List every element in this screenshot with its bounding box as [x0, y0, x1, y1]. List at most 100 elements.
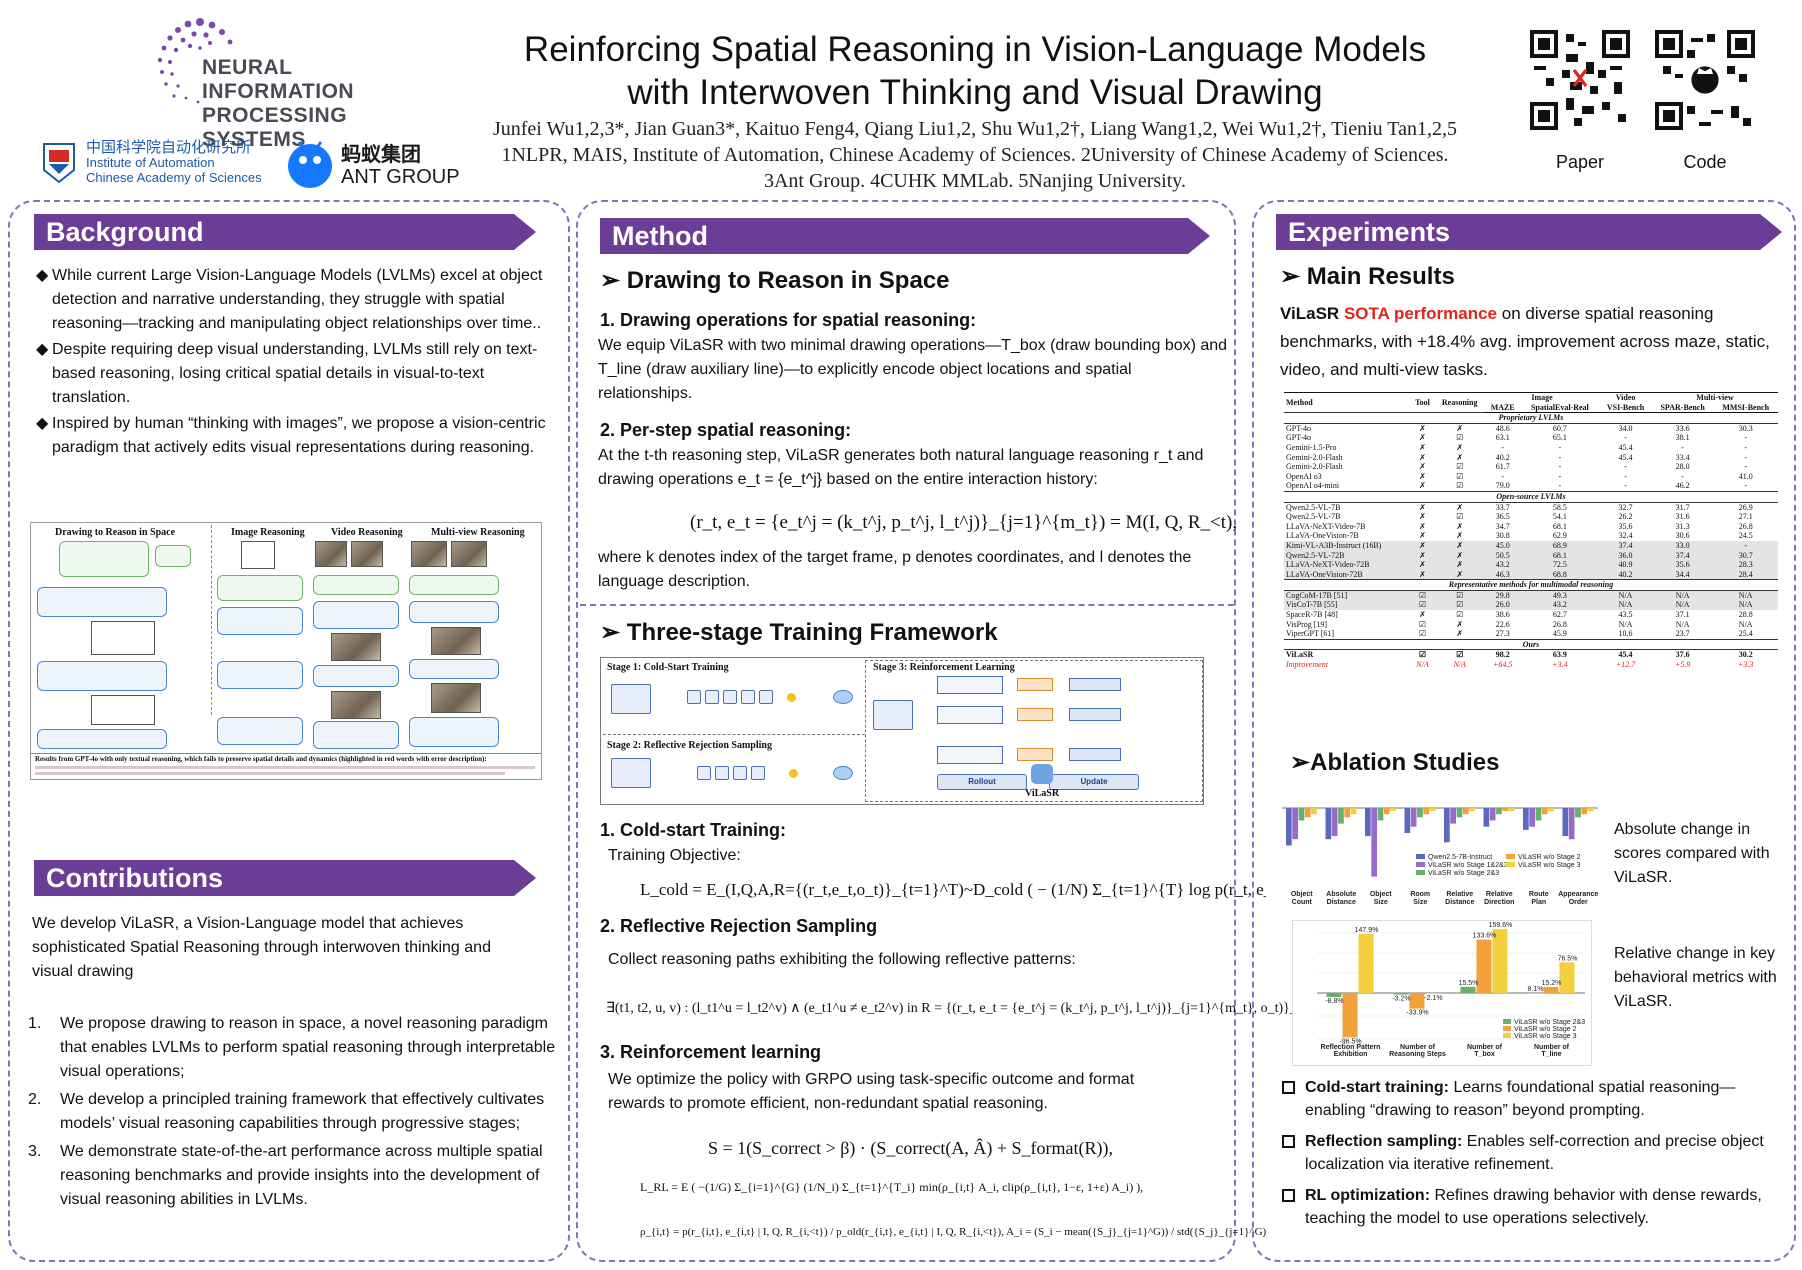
neurips-logo: NEURAL INFORMATION PROCESSING SYSTEMS: [150, 10, 430, 151]
legend-label: ViLaSR w/o Stage 1&2&3: [1428, 862, 1508, 869]
code-qr-code-icon[interactable]: [1655, 30, 1755, 130]
stage2-title: Stage 2: Reflective Rejection Sampling: [607, 740, 772, 751]
advantage-box: [1069, 708, 1121, 721]
stage2-step-icon: [715, 766, 729, 780]
table-section-title: Ours: [1284, 638, 1778, 651]
x-tick-label: Reasoning Steps: [1389, 1051, 1446, 1058]
data-label: 15.2%: [1542, 980, 1562, 987]
table-row: OpenAI o4-mini✗☑79.0--46.2-: [1284, 481, 1778, 491]
table-cell: ✗: [1456, 452, 1464, 462]
table-cell: 54.1: [1552, 512, 1567, 522]
table-cell: 26.2: [1618, 512, 1633, 522]
table-cell: 25.4: [1738, 629, 1753, 639]
fig-edited-image: [91, 695, 155, 725]
fig-multiview-bubble: [409, 659, 499, 679]
table-cell: 46.2: [1675, 481, 1690, 491]
casia-cn: 中国科学院自动化研究所: [86, 139, 252, 156]
fig-multiview-bubble: [409, 717, 499, 747]
background-figure: Drawing to Reason in Space Image Reasoni…: [30, 522, 542, 780]
bar: [1527, 993, 1543, 994]
table-cell: N/A: [1453, 660, 1466, 670]
table-cell: 49.3: [1520, 590, 1600, 601]
fig-view-image: [411, 541, 447, 567]
legend-label: ViLaSR w/o Stage 3: [1518, 862, 1581, 869]
table-cell: ✗: [1410, 540, 1435, 551]
table-cell-method: OpenAI o4-mini: [1286, 481, 1340, 491]
th-vsi: VSI-Bench: [1599, 402, 1652, 414]
ant-cn: 蚂蚁集团: [341, 144, 421, 166]
ablation-subhead: ➢Ablation Studies: [1290, 749, 1500, 776]
table-cell: ✗: [1419, 610, 1426, 620]
table-cell-method: ViperGPT [61]: [1286, 629, 1335, 639]
bar: [1371, 808, 1377, 877]
fig-view-image: [431, 683, 481, 713]
table-cell: -: [1624, 433, 1627, 443]
table-cell: 28.3: [1713, 560, 1778, 570]
bar: [1409, 993, 1425, 1009]
table-cell: 62.7: [1552, 610, 1567, 620]
results-table: Method Tool Reasoning Image Video Multi-…: [1284, 391, 1778, 670]
th-mmsi: MMSI-Bench: [1713, 402, 1778, 414]
table-cell: ☑: [1456, 462, 1464, 472]
takeaway-item: RL optimization: Refines drawing behavio…: [1280, 1184, 1792, 1230]
table-cell: +12.7: [1615, 660, 1636, 670]
table-cell: -: [1624, 462, 1627, 472]
x-tick-label: Plan: [1531, 899, 1546, 906]
table-cell: 28.0: [1675, 462, 1690, 472]
main-results-sota: SOTA performance: [1343, 304, 1497, 323]
table-cell: +5.9: [1674, 660, 1691, 670]
table-cell: 33.7: [1495, 502, 1510, 512]
table-row: Gemini-1.5-Pro✗✗--45.4--: [1284, 443, 1778, 453]
bar: [1377, 808, 1384, 821]
x-tick-label: Relative: [1446, 891, 1473, 898]
x-tick-label: Distance: [1445, 899, 1474, 906]
table-cell-method: Kimi-VL-A3B-Instruct (16B): [1284, 540, 1411, 551]
experiments-banner: Experiments: [1276, 214, 1782, 250]
table-cell: 68.1: [1552, 521, 1567, 531]
table-section-header: Ours: [1284, 638, 1778, 651]
stage1-step-icon: [741, 690, 755, 704]
table-cell: 10.6: [1618, 629, 1633, 639]
table-cell: 27.1: [1738, 512, 1753, 522]
stage3-data-icon: [873, 700, 913, 730]
bar: [1476, 939, 1492, 993]
bar: [1417, 808, 1423, 818]
paper-qr-code-icon[interactable]: [1530, 30, 1630, 130]
table-cell: 40.2: [1495, 452, 1510, 462]
legend-swatch: [1506, 862, 1515, 867]
fig-image-bubble: [217, 717, 303, 745]
fig-col-image: Image Reasoning: [231, 527, 305, 538]
table-cell: ✗: [1456, 442, 1464, 452]
neurips-line2: PROCESSING SYSTEMS: [202, 104, 348, 151]
table-cell-method: Qwen2.5-VL-7B: [1286, 502, 1341, 512]
absolute-change-caption: Absolute change in scores compared with …: [1614, 821, 1770, 886]
neurips-wordmark: NEURAL INFORMATION PROCESSING SYSTEMS: [202, 56, 430, 152]
fig-caption-line: [35, 766, 535, 769]
table-cell-method: CogCoM-17B [51]: [1284, 590, 1411, 601]
table-row: Gemini-2.0-Flash✗☑61.7--28.0-: [1284, 462, 1778, 472]
table-cell: ✗: [1419, 521, 1426, 531]
contribution-text: We propose drawing to reason in space, a…: [60, 1015, 556, 1080]
background-bullet-text: While current Large Vision-Language Mode…: [52, 267, 543, 332]
table-cell: ☑: [1456, 650, 1464, 660]
table-cell: ☑: [1434, 600, 1485, 611]
table-cell: ✗: [1434, 540, 1485, 551]
bar: [1559, 962, 1575, 993]
table-cell-method: OpenAI o3: [1286, 471, 1322, 481]
bar: [1456, 808, 1463, 818]
x-tick-label: Relative: [1486, 891, 1513, 898]
checkbox-square-icon: [1282, 1081, 1295, 1094]
rl-text: We optimize the policy with GRPO using t…: [608, 1071, 1135, 1112]
stage1-step-icon: [723, 690, 737, 704]
table-cell: 63.1: [1495, 433, 1510, 443]
bar: [1286, 808, 1292, 846]
fig-answer-bubble: [37, 729, 167, 749]
bar: [1575, 808, 1581, 818]
chart-background: [1266, 794, 1606, 910]
table-cell: N/A: [1713, 590, 1778, 601]
table-cell: 43.2: [1484, 560, 1521, 570]
background-bullet-text: Despite requiring deep visual understand…: [52, 341, 538, 406]
